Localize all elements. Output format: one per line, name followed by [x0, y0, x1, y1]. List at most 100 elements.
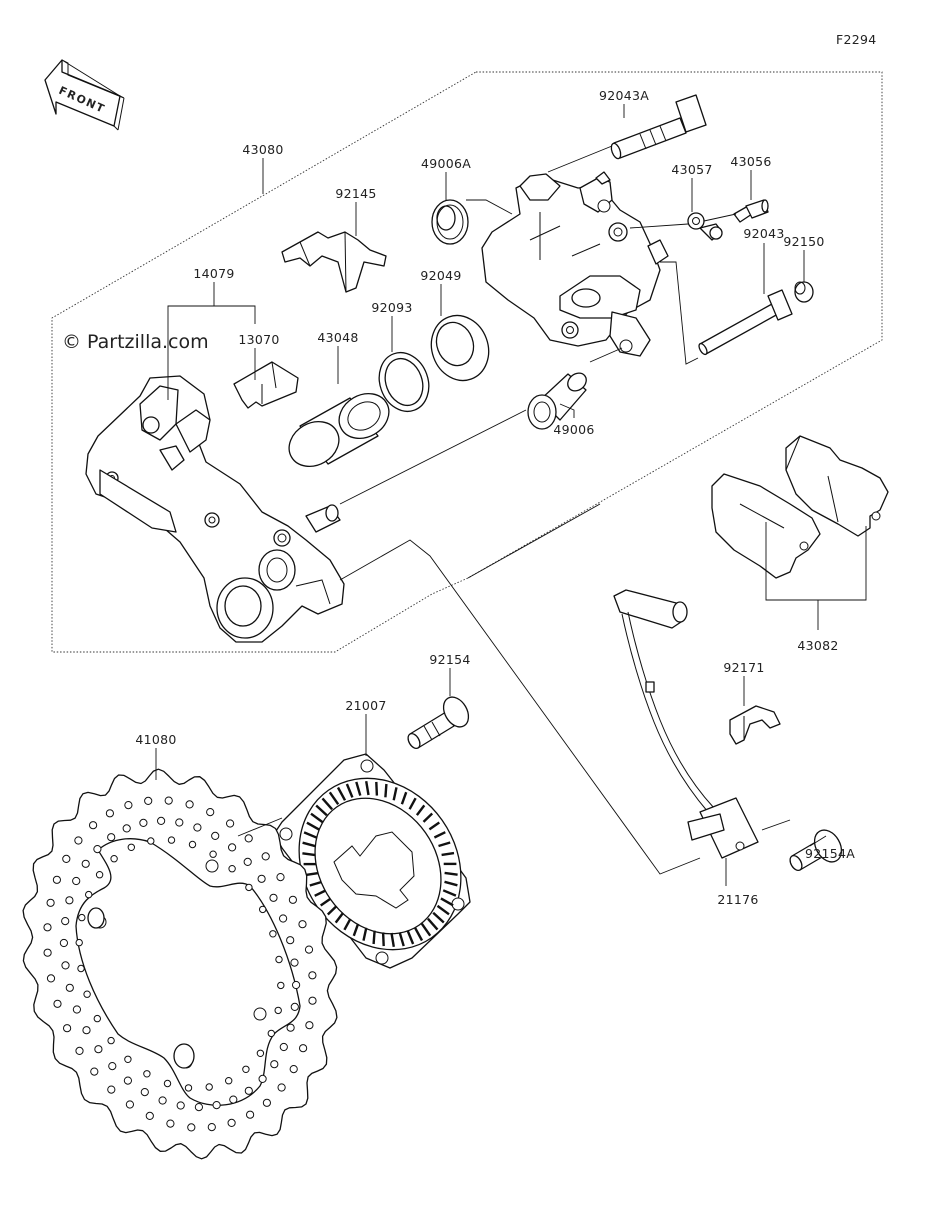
disc-hole [110, 855, 118, 863]
disc-hole [229, 1095, 238, 1104]
brake-disc-holes [43, 796, 317, 1132]
disc-hole [276, 873, 285, 882]
figure-code: F2294 [836, 32, 877, 47]
abs-tooth [309, 880, 322, 887]
part-92049-dust-seal [430, 314, 490, 382]
abs-tooth [352, 923, 360, 937]
disc-hole [127, 843, 136, 851]
disc-hole [212, 1101, 221, 1110]
disc-hole [143, 1070, 151, 1078]
disc-hole [158, 1096, 167, 1105]
abs-tooth [310, 812, 324, 824]
disc-hole [124, 801, 133, 810]
abs-tooth [438, 841, 451, 848]
part-caliper-body [481, 171, 669, 357]
disc-hole [72, 876, 81, 886]
part-43082-brake-pads [711, 435, 889, 579]
abs-tooth [315, 804, 328, 817]
abs-tooth [444, 880, 458, 887]
disc-hole [244, 834, 253, 843]
disc-hole [289, 1065, 298, 1074]
disc-hole [89, 821, 98, 830]
part-92093-piston-seal [378, 351, 430, 413]
disc-hole [59, 938, 69, 948]
abs-tooth [343, 918, 352, 931]
disc-hole [205, 1083, 213, 1091]
disc-hole [61, 917, 70, 926]
watermark: © Partzilla.com [62, 331, 209, 353]
disc-hole [144, 796, 153, 806]
part-label-13070: 13070 [238, 332, 279, 347]
disc-hole [75, 1046, 84, 1056]
disc-hole [93, 845, 102, 854]
disc-hole [270, 1060, 279, 1069]
disc-hole [139, 818, 148, 828]
part-label-92150: 92150 [783, 234, 824, 249]
abs-tooth [442, 889, 457, 897]
disc-hole [107, 1085, 116, 1094]
disc-hole [246, 1110, 255, 1119]
part-label-92154A: 92154A [805, 846, 855, 861]
part-label-43056: 43056 [730, 154, 771, 169]
abs-tooth [302, 841, 316, 848]
disc-hole [185, 800, 194, 809]
disc-hole [85, 890, 93, 899]
abs-tooth [355, 781, 362, 796]
disc-hole [53, 999, 62, 1008]
disc-hole [275, 955, 283, 964]
part-label-43048: 43048 [317, 330, 358, 345]
disc-hole [83, 990, 91, 998]
part-14079-bracket [85, 375, 345, 643]
disc-hole [145, 1111, 154, 1121]
abs-tooth [444, 871, 458, 876]
abs-tooth [334, 912, 345, 924]
disc-hole [43, 923, 52, 932]
disc-hole [256, 1049, 265, 1058]
disc-hole [108, 1062, 117, 1071]
abs-tooth [432, 911, 445, 924]
abs-tooth [345, 783, 354, 798]
disc-hole [286, 1023, 295, 1032]
part-41080-brake-disc [22, 768, 338, 1160]
part-label-49006: 49006 [553, 422, 594, 437]
disc-hole [65, 896, 74, 905]
disc-hole [279, 914, 288, 923]
disc-hole [243, 857, 252, 867]
abs-tooth [306, 821, 320, 831]
abs-tooth [372, 930, 376, 945]
abs-tooth [362, 927, 368, 941]
disc-hole [43, 948, 52, 957]
disc-hole [62, 854, 71, 864]
abs-tooth [381, 932, 385, 947]
abs-tooth [422, 812, 434, 823]
part-label-43080: 43080 [242, 142, 283, 157]
disc-hole [46, 898, 55, 907]
disc-hole [94, 1045, 103, 1054]
abs-tooth [426, 917, 439, 931]
disc-hole [157, 816, 166, 826]
disc-hole [63, 1024, 72, 1033]
disc-hole [308, 996, 317, 1005]
abs-tooth [440, 897, 454, 907]
part-43056-bleeder-valve [733, 199, 769, 223]
disc-hole [269, 893, 278, 902]
disc-hole [299, 1044, 308, 1053]
disc-hole [61, 961, 70, 970]
abs-tooth [328, 791, 340, 805]
disc-hole [175, 818, 184, 827]
disc-hole [75, 938, 83, 947]
disc-hole [274, 1006, 282, 1015]
disc-hole [123, 1076, 133, 1085]
disc-hole [95, 871, 104, 879]
disc-hole [124, 1055, 132, 1064]
abs-tooth [302, 852, 316, 857]
disc-hole [290, 958, 299, 967]
disc-hole [211, 831, 220, 841]
disc-hole [292, 980, 301, 990]
abs-tooth [303, 831, 318, 839]
disc-hole [105, 809, 115, 818]
abs-tooth [384, 783, 388, 798]
abs-tooth [375, 781, 379, 796]
disc-hole [77, 964, 85, 973]
